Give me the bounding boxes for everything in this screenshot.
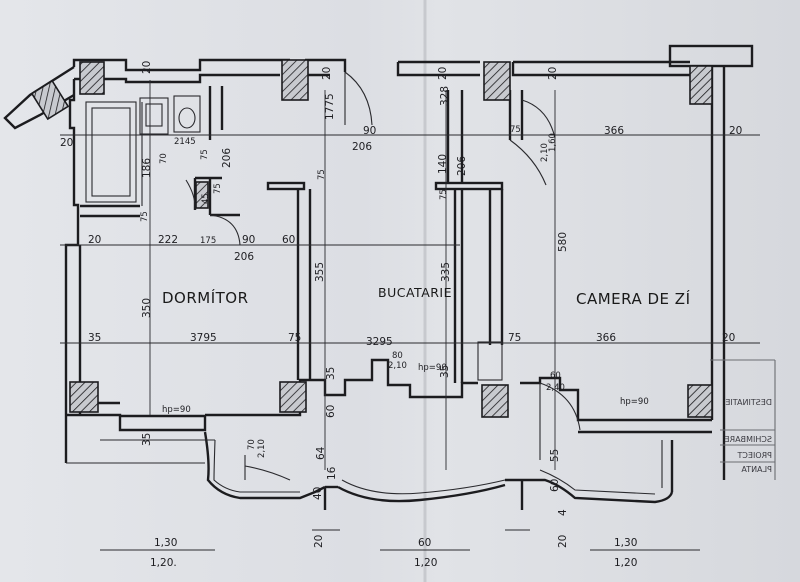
dim-label: 75	[508, 332, 521, 344]
room-label-dormitor: DORMÍTOR	[162, 288, 249, 307]
hatched-columns	[30, 59, 713, 418]
dim-label: 16	[326, 466, 338, 480]
dim-label: 60	[550, 371, 561, 381]
dim-label: 2,10	[540, 143, 550, 162]
dim-label: 20	[88, 234, 101, 246]
dim-label: 35	[88, 332, 101, 344]
dim-label: 3295	[366, 336, 393, 348]
dim-label: 70	[159, 153, 169, 164]
dim-label: 580	[557, 232, 569, 252]
dim-label: 3795	[190, 332, 217, 344]
dim-label: 20	[547, 67, 559, 80]
dim-label: 55	[549, 449, 561, 462]
dim-label: 20	[722, 332, 735, 344]
dim-label: 350	[141, 298, 153, 318]
exterior-walls	[3, 44, 754, 480]
dimension-labels: 20 20 20 20 1775 328 20 90 206 75 1,60 2…	[60, 61, 742, 569]
dim-label: 140	[437, 154, 449, 174]
dim-label: 20	[60, 137, 73, 149]
dim-label: 1,20	[414, 557, 437, 569]
dim-label: 206	[221, 148, 233, 168]
dim-label: 60	[282, 234, 295, 246]
room-label-bucatarie: BUCATARIE	[378, 285, 452, 300]
dim-label: 1,60	[548, 133, 558, 152]
dim-label: 60	[549, 479, 561, 492]
dim-label: 75	[200, 149, 210, 160]
dim-label: 2,10	[257, 439, 267, 458]
dim-label: 64	[315, 446, 327, 460]
dim-label: 75	[213, 183, 223, 194]
room-label-camera-de-zi: CAMERA DE ZÍ	[576, 289, 691, 308]
dim-label: hp=90	[418, 363, 447, 373]
dim-label: 206	[234, 251, 254, 263]
dim-label: 35	[141, 433, 153, 446]
dim-label: 20	[313, 535, 325, 548]
dim-label: 2,40	[546, 383, 565, 393]
dim-label: 206	[352, 141, 372, 153]
dim-label: 222	[158, 234, 178, 246]
dim-label: 1,20.	[150, 557, 177, 569]
dim-label: 70	[247, 439, 257, 450]
dim-label: 75	[439, 189, 449, 200]
dim-label: 328	[439, 86, 451, 106]
interior-walls	[80, 86, 524, 383]
dim-label: 355	[314, 262, 326, 282]
dim-label: 1,20	[614, 557, 637, 569]
dim-label: 335	[440, 262, 452, 282]
dim-label: hp=90	[162, 405, 191, 415]
dim-label: 20	[141, 61, 153, 74]
dim-label: 206	[456, 156, 468, 176]
dim-label: 75	[140, 211, 150, 222]
dim-label: 1775	[324, 93, 336, 120]
balcony	[203, 431, 674, 510]
dim-label: 90	[363, 125, 376, 137]
dim-label: 1,30	[614, 537, 637, 549]
dim-label: 186	[141, 158, 153, 178]
dim-label: 45	[201, 193, 211, 204]
dimension-lines	[60, 80, 760, 551]
dim-label: 60	[418, 537, 431, 549]
door-swings	[185, 71, 581, 481]
dim-label: 35	[325, 367, 337, 380]
dim-label: 366	[596, 332, 616, 344]
dim-label: 4	[557, 509, 569, 516]
dim-label: 366	[604, 125, 624, 137]
dim-label: 20	[557, 535, 569, 548]
dim-label: 35	[439, 365, 451, 378]
stamp-text: SCHIMBARE	[724, 435, 772, 444]
dim-label: 175	[200, 236, 216, 246]
title-stamp: SCHIMBARE PROIECT PLANTA DESTINATIE	[710, 359, 776, 480]
dim-label: 20	[437, 67, 449, 80]
dim-label: 90	[242, 234, 255, 246]
dim-label: hp=90	[620, 397, 649, 407]
dim-label: 60	[325, 405, 337, 418]
dim-label: 75	[510, 125, 521, 135]
dim-label: 20	[321, 67, 333, 80]
dim-label: 1,30	[154, 537, 177, 549]
dim-label: 75	[288, 332, 301, 344]
dim-label: 40	[312, 487, 324, 500]
stamp-text: DESTINATIE	[725, 398, 772, 407]
dim-label: 2145	[174, 137, 196, 147]
dim-label: 20	[729, 125, 742, 137]
stamp-text: PROIECT	[737, 451, 772, 460]
dim-label: 2,10	[388, 361, 407, 371]
stamp-text: PLANTA	[741, 465, 772, 474]
dim-label: 75	[317, 169, 327, 180]
dim-label: 80	[392, 351, 403, 361]
